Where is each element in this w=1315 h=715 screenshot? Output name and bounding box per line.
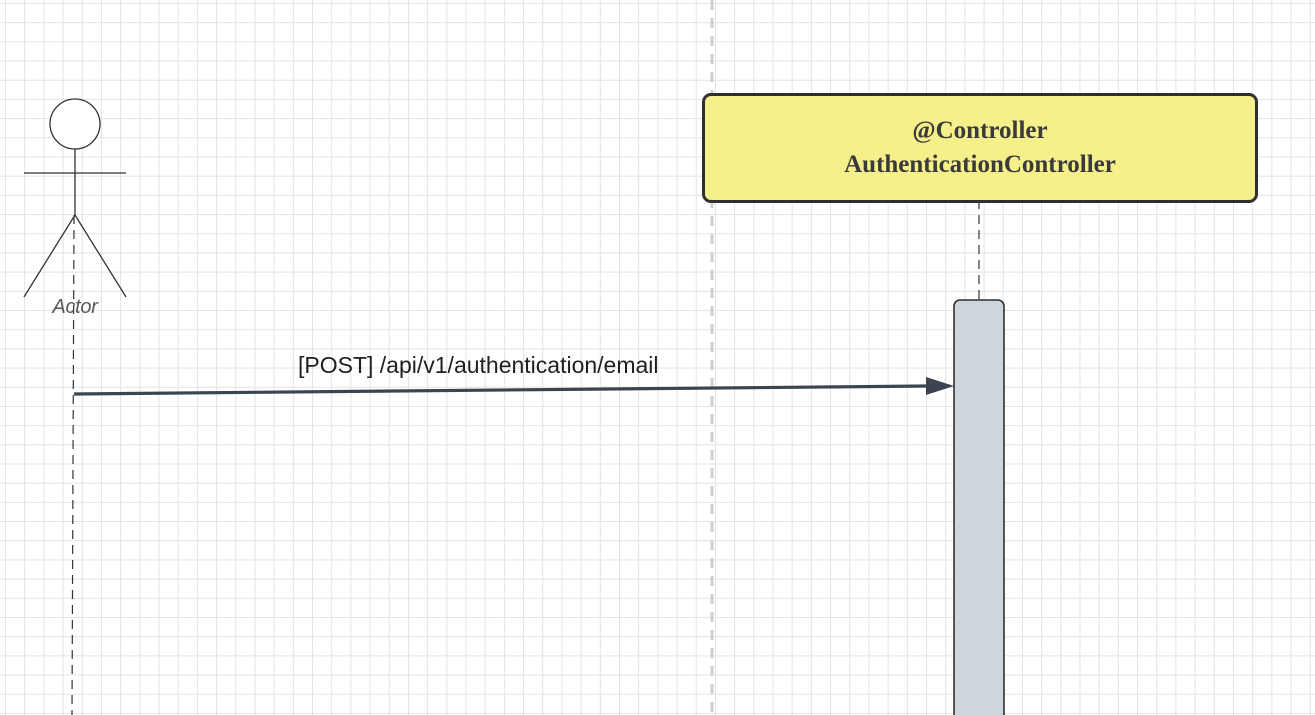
controller-title: @Controller AuthenticationController <box>705 114 1255 182</box>
controller-stereotype: @Controller <box>912 117 1048 144</box>
actor-label: Actor <box>52 296 98 318</box>
message-label[interactable]: [POST] /api/v1/authentication/email <box>298 352 659 378</box>
actor-left-leg <box>23 214 76 298</box>
message-arrow-line[interactable] <box>73 384 929 396</box>
actor-head <box>49 98 101 150</box>
actor-lifeline <box>71 214 75 715</box>
controller-participant-box[interactable]: @Controller AuthenticationController <box>702 93 1258 203</box>
message-arrowhead-icon <box>926 377 954 395</box>
actor-right-leg <box>74 214 127 298</box>
actor-stick-figure-icon[interactable] <box>23 98 127 298</box>
controller-name: AuthenticationController <box>844 151 1116 178</box>
controller-activation-bar[interactable] <box>953 299 1005 715</box>
